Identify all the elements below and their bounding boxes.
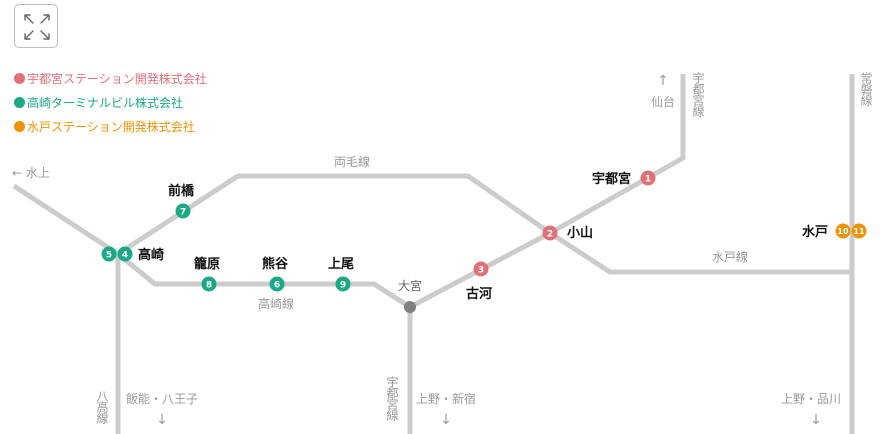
station-kumagaya-marker[interactable]: 6 — [269, 276, 285, 292]
legend-label: 高崎ターミナルビル株式会社 — [27, 96, 184, 110]
legend-label: 宇都宮ステーション開発株式会社 — [27, 72, 207, 86]
omiya-junction-marker — [404, 301, 416, 313]
utsunomiya-line-label-north: 宇都宮線 — [691, 72, 705, 117]
joban-line-label: 常磐線 — [859, 72, 873, 106]
mito-line-label: 水戸線 — [712, 249, 748, 264]
station-number: 4 — [122, 251, 128, 261]
station-number: 9 — [340, 281, 346, 291]
down-arrow-icon: ↓ — [810, 412, 822, 428]
utsunomiya-line-label-south: 宇都宮線 — [385, 376, 399, 421]
destination-sendai: 仙台 — [651, 94, 675, 109]
utsunomiya-line-track — [548, 74, 686, 236]
station-ageo-name: 上尾 — [328, 257, 354, 272]
station-takasaki-name: 高崎 — [138, 247, 164, 263]
station-number: 11 — [853, 227, 865, 236]
takasaki-line-label: 高崎線 — [258, 296, 294, 311]
station-mito-name: 水戸 — [802, 224, 828, 240]
station-kagohara-marker[interactable]: 8 — [201, 276, 217, 292]
takasaki-line-track — [116, 230, 552, 310]
legend-label: 水戸ステーション開発株式会社 — [27, 120, 195, 134]
down-arrow-icon: ↓ — [156, 412, 168, 428]
destination-minakami: ← 水上 — [12, 166, 50, 180]
station-number: 8 — [206, 281, 212, 291]
legend-dot — [14, 121, 25, 132]
station-maebashi-marker[interactable]: 7 — [175, 203, 191, 219]
station-ageo-marker[interactable]: 9 — [335, 276, 351, 292]
station-number: 1 — [645, 175, 651, 185]
destination-ueno-shinagawa: 上野・品川 — [781, 392, 841, 406]
destination-ueno-shinjuku: 上野・新宿 — [416, 391, 476, 406]
station-number: 6 — [274, 281, 280, 291]
station-takasaki-marker[interactable]: 5 4 — [101, 246, 133, 262]
down-arrow-icon: ↓ — [440, 412, 452, 428]
legend-dot — [14, 97, 25, 108]
expand-arrows-icon — [24, 14, 50, 40]
ryomo-line-label: 両毛線 — [334, 154, 370, 169]
station-koga-marker[interactable]: 3 — [473, 261, 489, 277]
station-kagohara-name: 籠原 — [194, 256, 220, 272]
legend-dot — [14, 73, 25, 84]
station-koga-name: 古河 — [466, 286, 492, 302]
station-number: 5 — [106, 251, 112, 261]
minakami-line-track — [12, 183, 120, 257]
hachiko-line-label: 八高線 — [95, 390, 109, 424]
station-number: 2 — [547, 230, 553, 240]
expand-button[interactable] — [14, 4, 58, 48]
legend-item-takasaki-terminal-building: 高崎ターミナルビル株式会社 — [14, 96, 183, 110]
station-mito-marker[interactable]: 10 11 — [835, 223, 867, 239]
up-arrow-icon: ↑ — [657, 73, 669, 89]
station-utsunomiya-name: 宇都宮 — [592, 171, 631, 187]
station-number: 7 — [180, 208, 186, 218]
legend-item-mito-station-dev: 水戸ステーション開発株式会社 — [14, 120, 195, 134]
station-number: 10 — [837, 227, 849, 236]
destination-hanno-hachioji: 飯能・八王子 — [126, 391, 198, 406]
station-utsunomiya-marker[interactable]: 1 — [640, 170, 656, 186]
station-oyama-name: 小山 — [567, 225, 593, 241]
station-oyama-marker[interactable]: 2 — [542, 225, 558, 241]
station-maebashi-name: 前橋 — [168, 183, 195, 199]
station-kumagaya-name: 熊谷 — [262, 256, 289, 272]
station-number: 3 — [478, 266, 484, 276]
mito-line-track — [548, 230, 852, 275]
legend-item-utsunomiya-station-dev: 宇都宮ステーション開発株式会社 — [14, 72, 207, 86]
station-omiya-label: 大宮 — [398, 278, 422, 293]
